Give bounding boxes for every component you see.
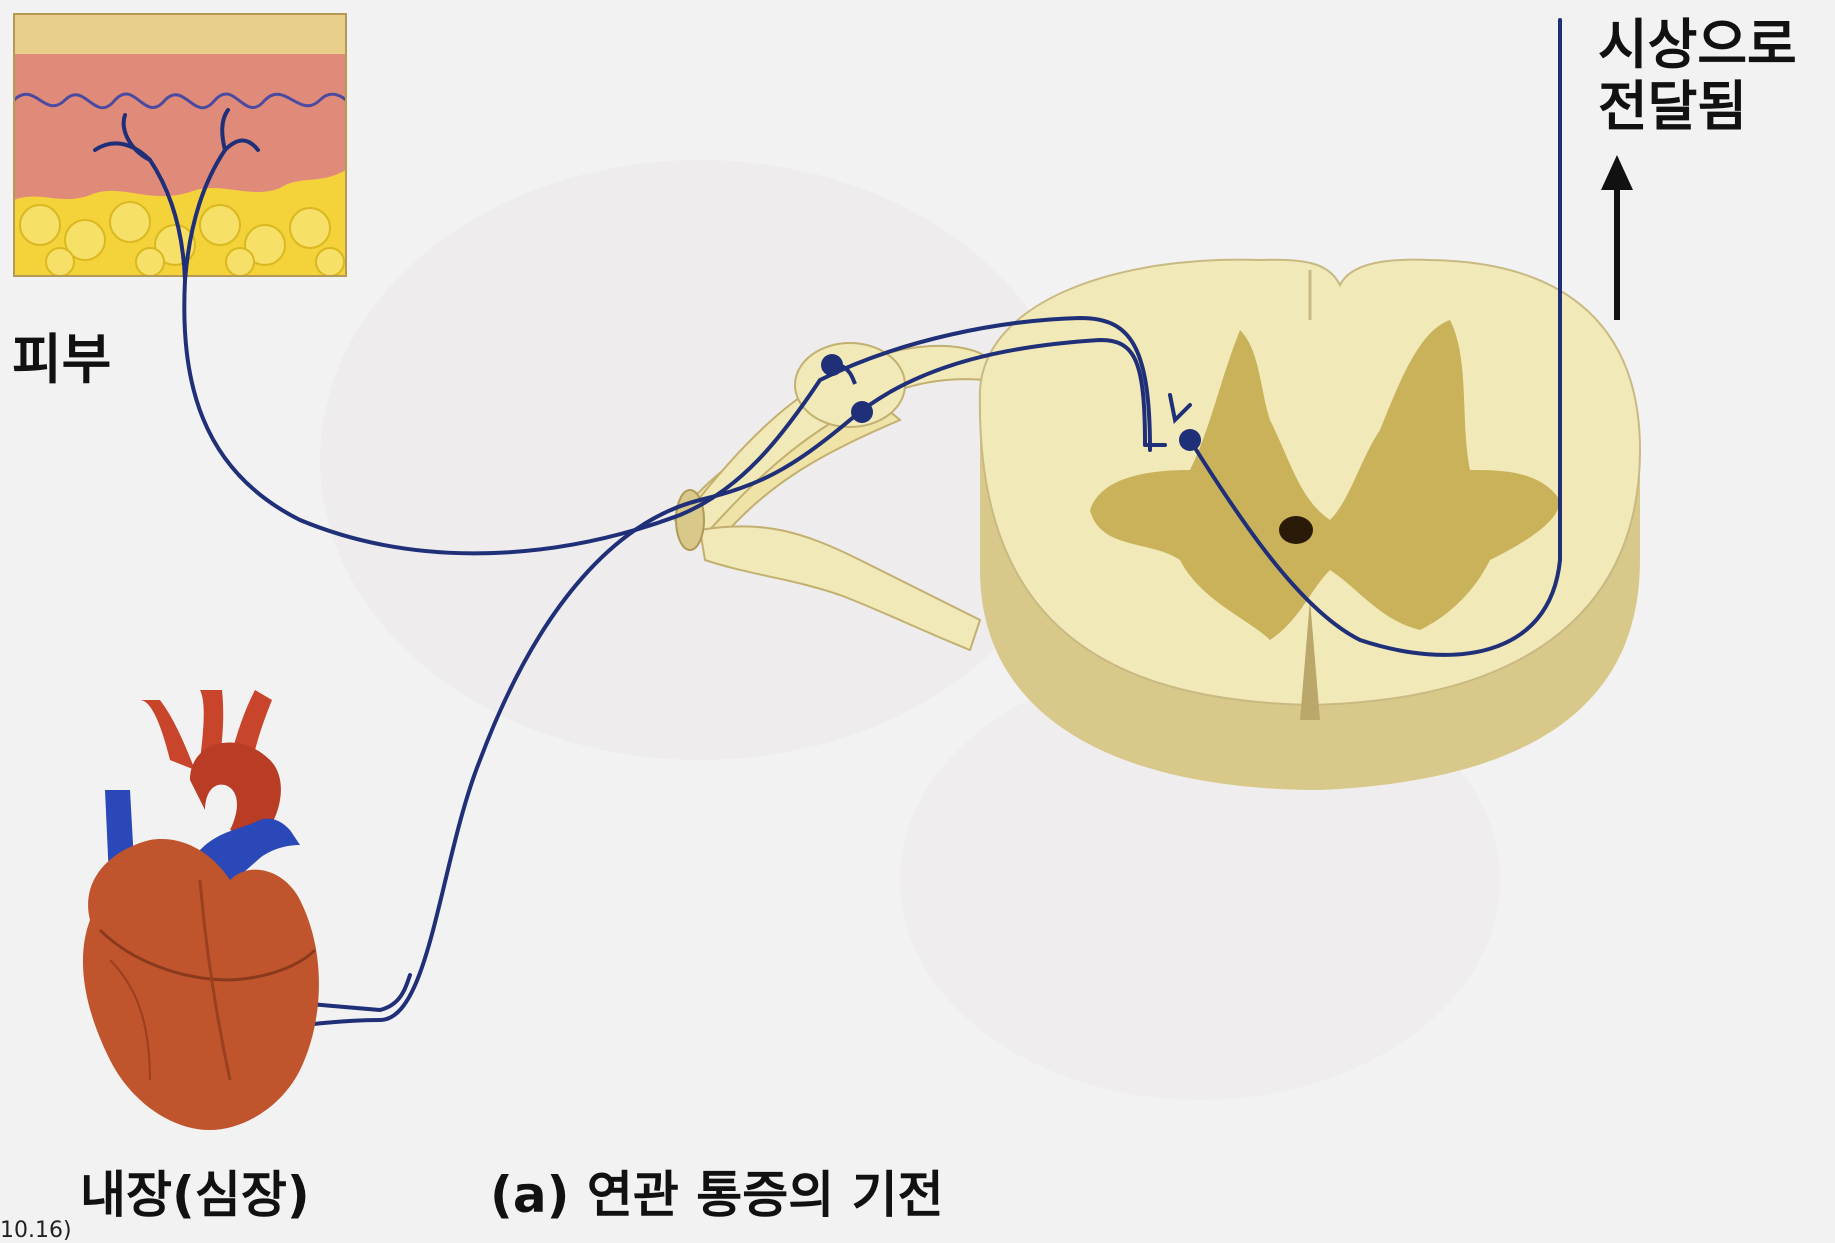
spinal-cord-section	[980, 260, 1640, 790]
to-thalamus-line1: 시상으로	[1598, 14, 1797, 76]
figure-reference: 10.16)	[0, 1219, 72, 1243]
to-thalamus-line2: 전달됨	[1598, 76, 1797, 138]
heart-illustration	[83, 690, 319, 1130]
viscera-label: 내장(심장)	[80, 1168, 310, 1223]
skin-label: 피부	[12, 330, 111, 389]
up-arrow	[1601, 155, 1633, 320]
to-thalamus-label: 시상으로 전달됨	[1598, 14, 1797, 138]
figure-caption: (a) 연관 통증의 기전	[490, 1168, 944, 1223]
